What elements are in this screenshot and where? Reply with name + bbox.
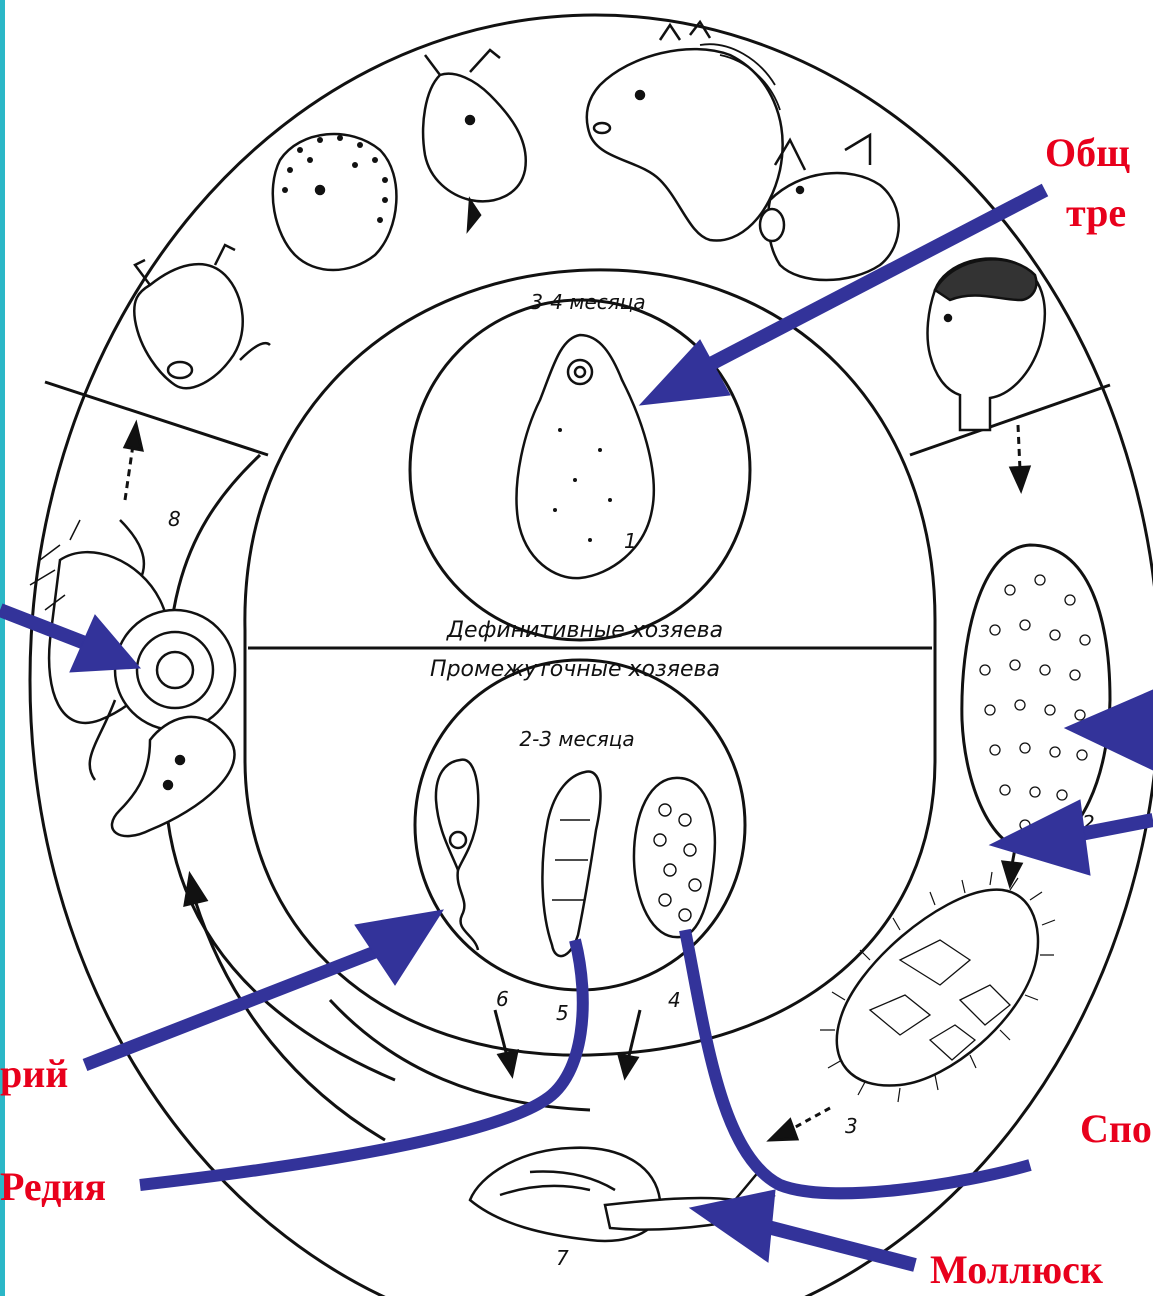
goat-icon bbox=[423, 50, 526, 230]
stage-number-redia: 5 bbox=[556, 1001, 569, 1025]
pointer-arrow-cercaria bbox=[85, 910, 443, 1065]
egg-icon bbox=[962, 545, 1110, 851]
label-mollusk: Моллюск bbox=[930, 1247, 1103, 1292]
label-redia: Редия bbox=[0, 1164, 106, 1209]
redia-icon bbox=[542, 772, 600, 957]
sporocyst-icon bbox=[634, 778, 715, 937]
stage-number-snail: 7 bbox=[556, 1246, 569, 1270]
intermediate-hosts-text: Промежуточные хозяева bbox=[430, 657, 720, 682]
label-sporocyst-partial: Спо bbox=[1080, 1106, 1152, 1151]
pointer-arrow-mollusk bbox=[690, 1190, 915, 1265]
pig-icon bbox=[760, 135, 899, 280]
label-adult-line2: тре bbox=[1066, 190, 1126, 235]
arrow-larva-to-snail-left bbox=[495, 1010, 517, 1075]
label-cercaria-partial: рий bbox=[0, 1051, 68, 1096]
definitive-hosts-text: Дефинитивные хозяева bbox=[446, 618, 723, 643]
sheep-icon bbox=[273, 134, 397, 270]
stage-number-adult: 1 bbox=[624, 529, 637, 553]
bottom-period-text: 2-3 месяца bbox=[519, 727, 634, 751]
arrow-up-to-cow bbox=[125, 424, 142, 500]
stage-number-cercaria: 6 bbox=[496, 987, 509, 1011]
cow-icon bbox=[134, 245, 270, 388]
human-icon bbox=[928, 258, 1045, 430]
label-adult-line1: Общ bbox=[1045, 130, 1130, 175]
divider-right bbox=[910, 385, 1110, 455]
stage-number-adolescaria: 8 bbox=[168, 507, 181, 531]
adolescaria-icon bbox=[30, 520, 235, 836]
horse-icon bbox=[587, 22, 783, 241]
stage-number-miracidium: 3 bbox=[845, 1114, 858, 1138]
cercaria-icon bbox=[436, 760, 478, 950]
arrow-larva-to-snail-right bbox=[619, 1010, 640, 1077]
stage-number-sporocyst: 4 bbox=[668, 988, 681, 1012]
divider-left bbox=[45, 382, 268, 455]
arrow-down-to-egg bbox=[1011, 425, 1029, 490]
arrow-miracidium-to-snail bbox=[770, 1108, 830, 1140]
top-period-text: 3-4 месяца bbox=[530, 290, 645, 314]
miracidium-icon bbox=[820, 872, 1055, 1102]
